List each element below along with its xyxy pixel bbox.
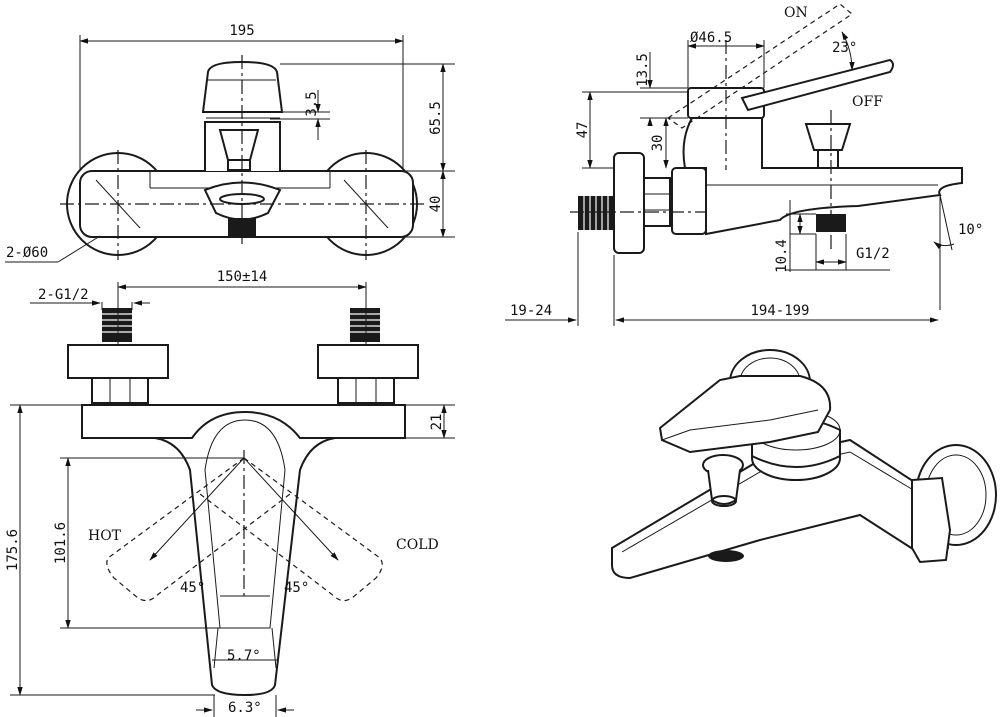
lever-on-ghost [666, 3, 853, 129]
dim-13-5: 13.5 [635, 53, 651, 87]
isometric-view [611, 349, 997, 580]
dim-inlet-thread: 2-G1/2 [38, 287, 89, 303]
hot-ghost [106, 457, 291, 602]
outlet-thread [228, 218, 256, 236]
dim-175-6: 175.6 [5, 529, 21, 571]
dim-height-top: 65.5 [428, 101, 444, 135]
right-flange-top [317, 344, 419, 379]
dim-flange-diameter: 2-Ø60 [6, 245, 48, 261]
left-flange-top [67, 344, 169, 379]
dim-handle-angle: 23° [832, 40, 857, 56]
label-off: OFF [852, 94, 883, 110]
dim-inlet-projection: 19-24 [510, 303, 552, 319]
label-on: ON [784, 5, 808, 21]
dim-cap-offset: 3.5 [304, 91, 320, 116]
dim-width: 195 [229, 23, 254, 39]
label-hot: HOT [88, 528, 122, 544]
iso-lever [658, 375, 832, 454]
dim-outlet-thread: G1/2 [856, 246, 890, 262]
front-view: 195 65.5 40 3.5 2-Ø60 [5, 23, 455, 263]
dim-height-bottom: 40 [428, 196, 444, 213]
dim-spout-reach: 194-199 [750, 303, 809, 319]
spout-body [682, 117, 963, 236]
angle-cold: 45° [284, 580, 309, 596]
dim-21: 21 [429, 414, 445, 431]
side-diverter-knob [804, 123, 852, 151]
dim-spout-angle: 10° [958, 222, 983, 238]
angle-hot: 45° [180, 580, 205, 596]
outlet-nozzle [203, 181, 282, 221]
dim-centers: 150±14 [217, 269, 268, 285]
right-inlet-thread [350, 308, 380, 342]
left-inlet-thread [102, 308, 132, 342]
dim-47: 47 [575, 122, 591, 139]
side-flange [613, 152, 645, 254]
lever-off [740, 58, 894, 112]
top-handle [154, 410, 336, 697]
dim-tip-angle: 6.3° [228, 700, 262, 716]
dim-30: 30 [650, 135, 666, 152]
dim-10-4: 10.4 [774, 239, 790, 273]
label-cold: COLD [396, 537, 439, 553]
top-view: HOT COLD 45° 45° 150±14 2-G1/2 21 175.6 … [5, 269, 455, 717]
side-view: Ø46.5 ON OFF 23° 13.5 47 30 10° 10.4 G1 [505, 3, 983, 326]
dim-taper-angle: 5.7° [227, 648, 261, 664]
cold-ghost [199, 457, 383, 602]
dim-body-diameter: Ø46.5 [690, 30, 732, 46]
dim-101-6: 101.6 [53, 522, 69, 564]
